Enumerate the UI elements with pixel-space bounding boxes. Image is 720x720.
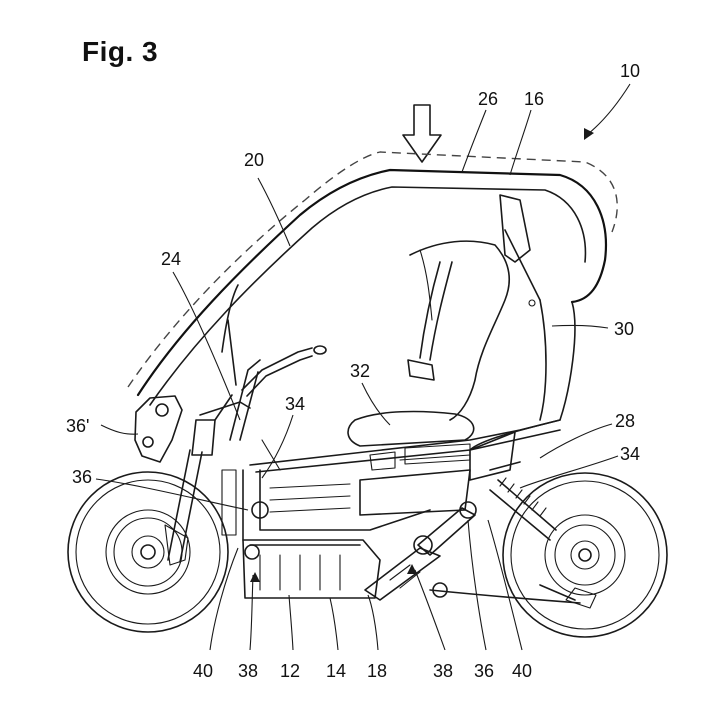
ref-numeral-24: 24 xyxy=(161,249,182,269)
ref-numeral-40: 40 xyxy=(193,661,214,681)
ref-numeral-40: 40 xyxy=(512,661,533,681)
ref-numeral-20: 20 xyxy=(244,150,265,170)
rear-wheel xyxy=(502,472,668,638)
ref-numeral-36: 36 xyxy=(474,661,495,681)
ref-numeral-32: 32 xyxy=(350,361,371,381)
handlebar xyxy=(199,345,327,416)
front-bracket xyxy=(134,395,183,463)
windscreen-frame xyxy=(229,359,261,441)
wiring-details xyxy=(221,439,471,536)
front-fork xyxy=(167,394,233,563)
ref-numeral-30: 30 xyxy=(614,319,635,339)
ref-numeral-36-prime: 36' xyxy=(66,416,90,436)
leader-lines xyxy=(95,83,631,651)
seat-back xyxy=(407,240,511,421)
ref-numeral-14: 14 xyxy=(326,661,347,681)
ref-numeral-38: 38 xyxy=(433,661,454,681)
ref-numeral-34: 34 xyxy=(285,394,306,414)
ref-numeral-12: 12 xyxy=(280,661,301,681)
ref-numeral-34: 34 xyxy=(620,444,641,464)
energy-storage xyxy=(242,454,471,599)
figure-title: Fig. 3 xyxy=(82,36,159,67)
ref-numeral-26: 26 xyxy=(478,89,499,109)
ref-numeral-28: 28 xyxy=(615,411,636,431)
ref-numeral-16: 16 xyxy=(524,89,545,109)
seat xyxy=(347,410,475,447)
ref-numeral-10: 10 xyxy=(620,61,641,81)
ref-numeral-18: 18 xyxy=(367,661,388,681)
load-arrow xyxy=(402,104,442,163)
rear-body xyxy=(469,194,576,451)
front-wheel xyxy=(67,471,229,633)
ref-numeral-38: 38 xyxy=(238,661,259,681)
ref-numeral-36: 36 xyxy=(72,467,93,487)
roof-frame xyxy=(127,151,618,406)
